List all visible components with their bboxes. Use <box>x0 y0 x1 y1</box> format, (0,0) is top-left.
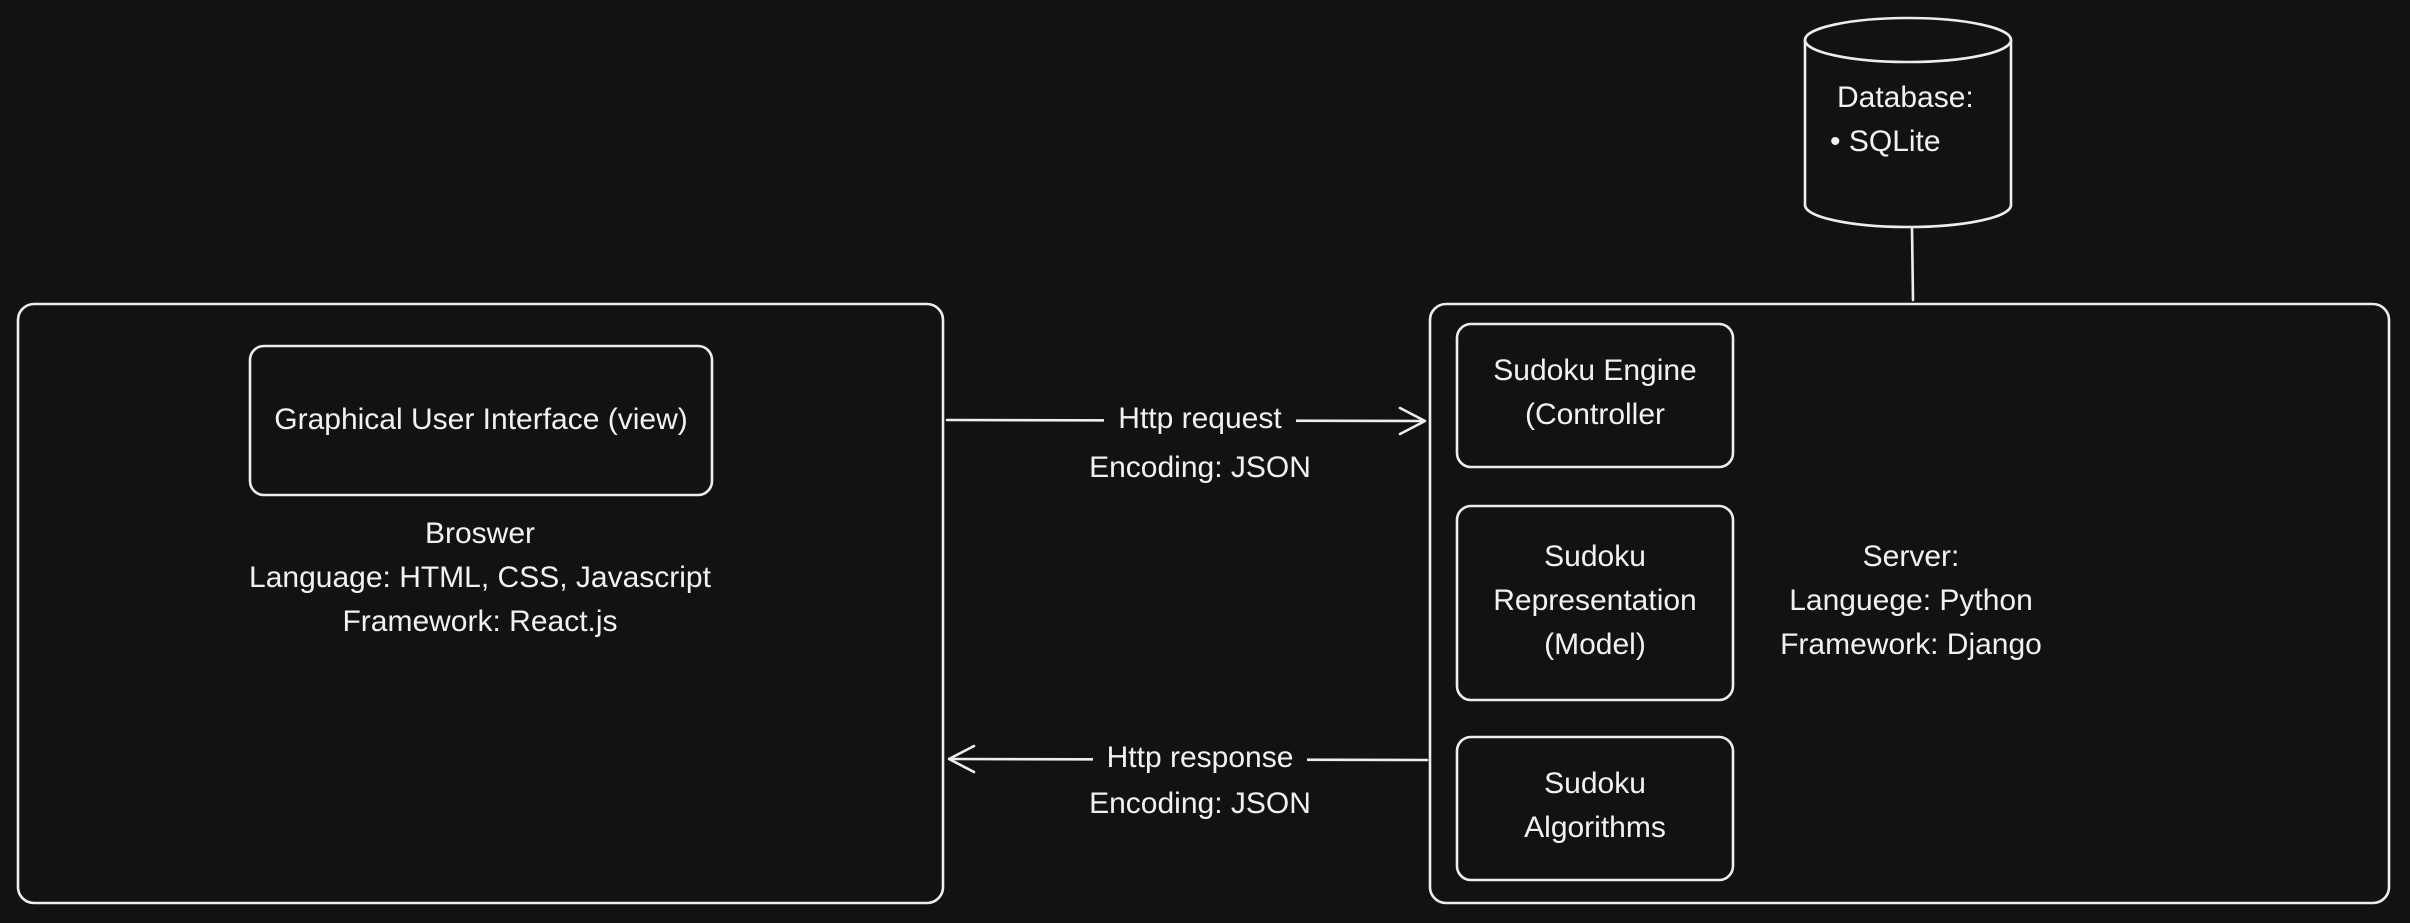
request-encoding-label: Encoding: JSON <box>1089 451 1311 484</box>
server-language: Languege: Python <box>1789 584 2033 617</box>
browser-title: Broswer <box>424 517 536 550</box>
gui-view-label: Graphical User Interface (view) <box>274 403 688 436</box>
database-title: Database: <box>1837 81 1974 114</box>
sudoku-engine-box <box>1455 322 1735 469</box>
database-cylinder <box>1803 16 2013 229</box>
gui-view-box <box>248 344 714 497</box>
bullet-icon: • <box>1830 125 1849 158</box>
server-framework: Framework: Django <box>1780 628 2042 661</box>
response-encoding-label: Encoding: JSON <box>1089 787 1311 820</box>
server-info-text: Server: Languege: Python Framework: Djan… <box>1711 535 2111 667</box>
sudoku-representation-label: Sudoku Representation (Model) <box>1493 540 1697 661</box>
browser-language: Language: HTML, CSS, Javascript <box>249 561 711 594</box>
sudoku-algorithms-box <box>1455 735 1735 882</box>
server-title: Server: <box>1862 540 1960 573</box>
http-response-label: Http response <box>1035 736 1365 780</box>
sudoku-engine-label: Sudoku Engine (Controller <box>1493 354 1697 431</box>
browser-container <box>16 302 945 905</box>
server-container <box>1428 302 2391 905</box>
sudoku-representation-box <box>1455 504 1735 702</box>
browser-info-text: Broswer Language: HTML, CSS, Javascript … <box>160 512 800 644</box>
database-connector-line <box>1910 226 1915 302</box>
browser-framework: Framework: React.js <box>342 605 618 638</box>
http-request-label: Http request <box>1035 397 1365 441</box>
sudoku-algorithms-label: Sudoku Algorithms <box>1524 767 1666 844</box>
database-item: • SQLite <box>1830 125 1941 158</box>
